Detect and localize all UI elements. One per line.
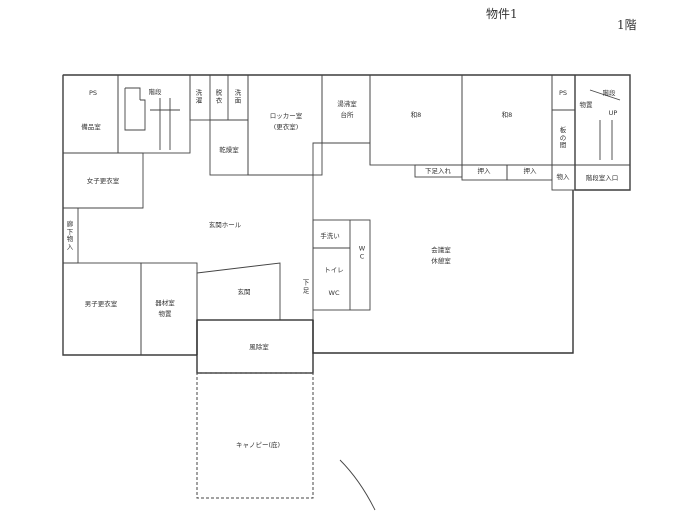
page-title: 物件1 [486, 7, 518, 21]
ps-room-left [62, 74, 119, 154]
room-laundry: 脱衣 [215, 88, 223, 104]
room-assembly: 会議室 [431, 246, 451, 254]
room-ps-left: PS [88, 89, 98, 97]
room-pantry: 湯沸室 [337, 100, 357, 108]
pantry-outline [321, 74, 371, 144]
room-locker-sub: (更衣室) [273, 123, 299, 131]
room-stairs-right: 階段 [602, 89, 616, 97]
washitsu2-outline [461, 74, 553, 166]
room-drying: 乾燥室 [219, 146, 239, 154]
stairs-right [575, 74, 631, 166]
room-washroom2: 洗面 [234, 88, 242, 104]
floor-label: 1階 [617, 18, 637, 32]
room-closet2: 押入 [523, 167, 537, 175]
room-canopy: キャノピー(庇) [235, 441, 281, 449]
room-board: 板の間 [559, 125, 567, 149]
men-locker-outline [62, 262, 142, 356]
room-wc-vertical: WC [358, 244, 366, 260]
room-stair-entrance: 階段室入口 [585, 174, 619, 182]
room-closet1: 押入 [477, 167, 491, 175]
room-wc: WC [328, 289, 340, 297]
stairs-room-left [117, 74, 191, 154]
room-pantry-sub: 台所 [340, 111, 354, 119]
room-washitsu1: 和8 [410, 111, 422, 119]
room-shoe-storage: 下足入れ [425, 167, 451, 175]
room-ps-right: PS [558, 89, 568, 97]
room-toilet: トイレ [324, 266, 344, 274]
room-genkan-side: 下足 [302, 278, 310, 294]
room-assembly-sub: 休憩室 [431, 257, 451, 265]
room-washitsu2: 和8 [501, 111, 513, 119]
room-men-locker: 男子更衣室 [84, 300, 118, 308]
washitsu1-outline [369, 74, 463, 166]
room-hall-closet: 廊下物入 [66, 220, 74, 251]
room-windbreak: 風除室 [249, 343, 269, 351]
closet3-outline [551, 164, 576, 191]
room-stairs-left: 階段 [148, 88, 162, 96]
room-equipment-sub: 物置 [158, 310, 172, 318]
room-locker: ロッカー室 [269, 112, 303, 120]
room-handwash: 手洗い [320, 232, 340, 240]
room-women-locker: 女子更衣室 [86, 177, 120, 185]
room-closet3: 物入 [556, 173, 570, 181]
canopy-outline [196, 372, 314, 499]
room-washroom1: 洗濯 [195, 88, 203, 104]
equipment-outline [140, 262, 198, 356]
room-storage-right: 物置 [579, 101, 593, 109]
room-genkan: 玄関 [237, 288, 251, 296]
toilet-block [312, 219, 371, 311]
pen-mark [339, 459, 376, 511]
stairs-left-steps [124, 87, 180, 150]
room-entrance-hall: 玄関ホール [208, 221, 242, 229]
room-equipment: 器材室 [155, 299, 175, 307]
stairs-up-label: UP [608, 109, 618, 117]
room-storage-left: 備品室 [81, 123, 101, 131]
